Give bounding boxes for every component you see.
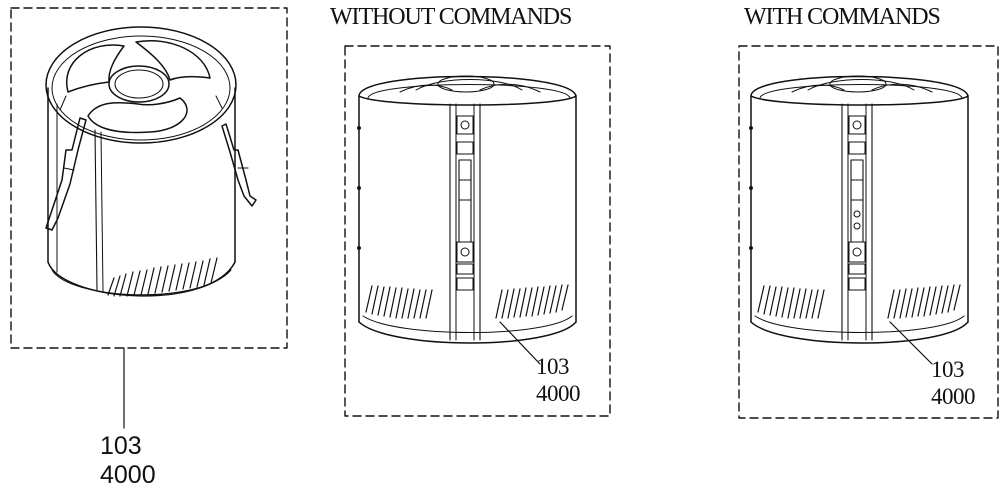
- panel-1-view: [10, 7, 288, 429]
- lamp-housing-isometric: [45, 26, 257, 297]
- lamp-housing-front-with-commands: [749, 75, 969, 344]
- panel-1-part-number: 103: [100, 432, 142, 460]
- panel-2-view: [344, 45, 611, 417]
- panel-3-dashed-frame: [738, 45, 999, 419]
- lamp-housing-front: [357, 75, 577, 344]
- panel-2-quantity: 4000: [536, 381, 581, 406]
- panel-3-leader-line: [889, 321, 933, 365]
- panel-1-callout: 103 4000: [100, 432, 156, 490]
- panel-1-quantity: 4000: [100, 461, 156, 489]
- panel-2-leader-line: [499, 321, 541, 365]
- panel-3-title: WITH COMMANDS: [744, 4, 941, 30]
- panel-2-title: WITHOUT COMMANDS: [330, 4, 572, 30]
- panel-3-quantity: 4000: [931, 384, 976, 409]
- panel-3-part-number: 103: [931, 357, 965, 382]
- panel-1-dashed-frame: [10, 7, 288, 349]
- panel-2-dashed-frame: [344, 45, 611, 417]
- panel-2-part-number: 103: [536, 354, 570, 379]
- panel-3-callout: 103 4000: [931, 356, 976, 410]
- panel-3-view: [738, 45, 999, 419]
- panel-2-callout: 103 4000: [536, 353, 581, 407]
